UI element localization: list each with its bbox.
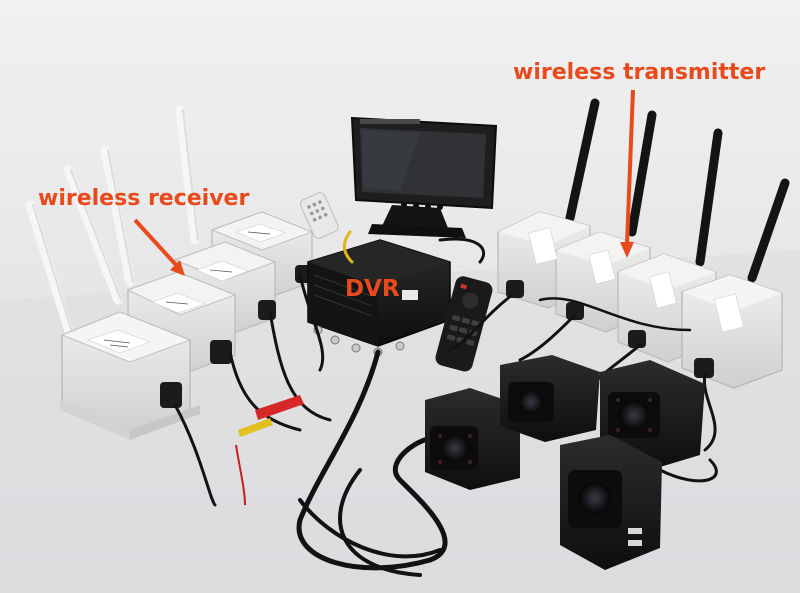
wireless-receiver-label: wireless receiver	[38, 186, 250, 211]
camera-front-left	[425, 388, 520, 490]
camera-front-bottom	[560, 435, 662, 570]
small-remote	[300, 192, 339, 239]
av-plugs	[235, 395, 304, 506]
wireless-transmitter-units	[497, 98, 790, 389]
dvr-label: DVR	[345, 276, 400, 302]
cables	[173, 230, 718, 577]
monitor	[350, 116, 498, 238]
receiver-stickers	[87, 223, 286, 354]
camera-right	[600, 360, 705, 470]
arrow-icon	[133, 89, 635, 276]
wireless-receiver-units	[25, 105, 314, 440]
dvr-unit	[307, 239, 451, 357]
camera-middle	[500, 355, 600, 442]
wireless-transmitter-label: wireless transmitter	[513, 60, 766, 85]
